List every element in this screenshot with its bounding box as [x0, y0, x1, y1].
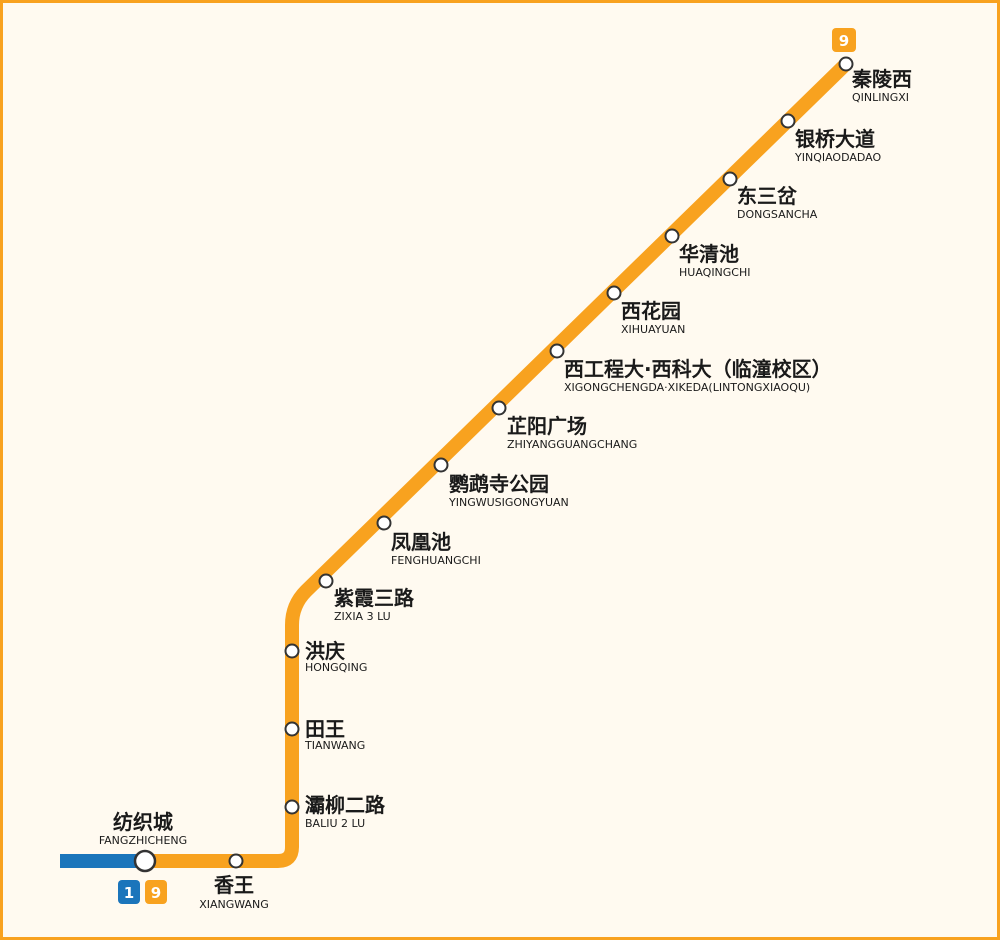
station-huaqingchi[interactable]: 华清池 HUAQINGCHI: [664, 228, 751, 280]
station-tianwang[interactable]: 田王 TIANWANG: [284, 717, 366, 752]
station-baliu2lu[interactable]: 灞柳二路 BALIU 2 LU: [284, 793, 386, 830]
station-fenghuangchi[interactable]: 凤凰池 FENGHUANGCHI: [376, 515, 481, 568]
line-9-badge-transfer-label: 9: [151, 884, 161, 902]
station-xigongchengda[interactable]: 西工程大·西科大（临潼校区） XIGONGCHENGDA·XIKEDA(LINT…: [549, 343, 832, 395]
station-marker: [284, 799, 300, 815]
station-zixia3lu[interactable]: 紫霞三路 ZIXIA 3 LU: [318, 573, 415, 624]
station-marker: [549, 343, 565, 359]
station-name-en: BALIU 2 LU: [305, 817, 365, 830]
station-marker: [664, 228, 680, 244]
station-marker: [433, 457, 449, 473]
station-name-en: QINLINGXI: [852, 91, 909, 104]
station-name-en: XIANGWANG: [199, 898, 269, 911]
station-zhiyangguangchang[interactable]: 芷阳广场 ZHIYANGGUANGCHANG: [491, 400, 638, 452]
station-qinlingxi[interactable]: 秦陵西 QINLINGXI: [838, 56, 913, 105]
station-name-en: ZIXIA 3 LU: [334, 610, 391, 623]
station-hongqing[interactable]: 洪庆 HONGQING: [284, 639, 368, 674]
station-marker: [284, 643, 300, 659]
station-name-en: HUAQINGCHI: [679, 266, 751, 279]
station-name-zh: 香王: [214, 873, 254, 897]
station-name-zh: 田王: [305, 717, 345, 741]
station-marker: [491, 400, 507, 416]
station-xihuayuan[interactable]: 西花园 XIHUAYUAN: [606, 285, 686, 337]
station-marker: [838, 56, 854, 72]
line-9-badge-top-label: 9: [839, 32, 849, 50]
station-marker: [376, 515, 392, 531]
station-dongsancha[interactable]: 东三岔 DONGSANCHA: [722, 171, 818, 222]
station-name-en: FENGHUANGCHI: [391, 554, 481, 567]
station-name-zh: 银桥大道: [795, 127, 875, 151]
station-marker: [318, 573, 334, 589]
station-marker: [228, 853, 244, 869]
station-name-en: HONGQING: [305, 661, 367, 674]
station-name-en: FANGZHICHENG: [99, 834, 187, 847]
station-name-en: TIANWANG: [304, 739, 365, 752]
station-name-en: YINQIAODADAO: [794, 151, 881, 164]
station-name-zh: 秦陵西: [851, 67, 912, 91]
line-9-badge-transfer: 9: [145, 880, 167, 904]
station-marker: [606, 285, 622, 301]
station-fangzhicheng[interactable]: 纺织城 FANGZHICHENG: [99, 810, 187, 873]
line-9-badge-top: 9: [832, 28, 856, 52]
station-name-en: XIGONGCHENGDA·XIKEDA(LINTONGXIAOQU): [564, 381, 810, 394]
station-name-zh: 鹦鹉寺公园: [448, 472, 549, 496]
line-1-badge: 1: [118, 880, 140, 904]
station-name-zh: 纺织城: [113, 810, 173, 834]
station-name-zh: 东三岔: [737, 184, 798, 208]
station-name-en: XIHUAYUAN: [621, 323, 685, 336]
station-name-zh: 西工程大·西科大（临潼校区）: [564, 357, 832, 381]
station-name-zh: 西花园: [621, 299, 681, 323]
transfer-station-marker: [133, 849, 157, 873]
station-name-en: DONGSANCHA: [737, 208, 818, 221]
line-1-badge-label: 1: [124, 884, 134, 902]
station-name-zh: 华清池: [679, 242, 739, 266]
station-yinqiaodadao[interactable]: 银桥大道 YINQIAODADAO: [780, 113, 882, 165]
station-name-en: ZHIYANGGUANGCHANG: [507, 438, 637, 451]
station-name-zh: 芷阳广场: [507, 414, 587, 438]
station-name-zh: 灞柳二路: [305, 793, 386, 817]
station-name-en: YINGWUSIGONGYUAN: [448, 496, 569, 509]
station-name-zh: 凤凰池: [391, 530, 451, 554]
station-xiangwang[interactable]: 香王 XIANGWANG: [199, 853, 269, 912]
station-marker: [722, 171, 738, 187]
station-name-zh: 洪庆: [305, 639, 345, 663]
station-marker: [284, 721, 300, 737]
station-marker: [780, 113, 796, 129]
station-yingwusigongyuan[interactable]: 鹦鹉寺公园 YINGWUSIGONGYUAN: [433, 457, 569, 510]
station-name-zh: 紫霞三路: [334, 586, 415, 610]
